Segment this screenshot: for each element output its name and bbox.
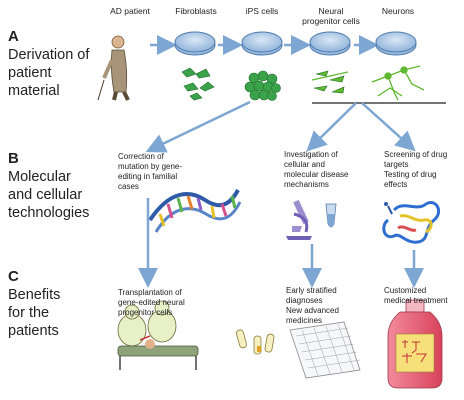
petri-dishes: [174, 31, 417, 56]
dish-ips: [241, 31, 283, 56]
arrow-neurons-to-screening: [361, 102, 416, 152]
ad-patient-figure: [97, 35, 130, 101]
stage-label-npc: Neural progenitor cells: [296, 6, 366, 26]
text-screening-line-3: Testing of drug: [384, 170, 437, 179]
text-investigation: Investigation of cellular and molecular …: [284, 150, 348, 190]
surgery-illustration: [117, 300, 199, 370]
section-title-a-line-3: material: [8, 83, 60, 99]
section-letter-c: C: [8, 268, 19, 285]
stage-label-ips-cells: iPS cells: [245, 6, 279, 16]
text-correction-line-1: Correction of: [118, 152, 164, 161]
stage-label-fibroblasts: Fibroblasts: [175, 6, 217, 16]
text-transplantation-line-1: Transplantation of: [118, 288, 182, 297]
neuron-cells: [371, 65, 425, 101]
text-diagnoses-line-1: Early stratified: [286, 286, 337, 295]
text-screening-line-4: effects: [384, 180, 408, 189]
section-letter-a: A: [8, 28, 19, 45]
text-treatment-line-1: Customized: [384, 286, 427, 295]
dna-helix-illustration: [148, 189, 242, 233]
text-screening-line-1: Screening of drug: [384, 150, 448, 159]
section-title-c-line-1: Benefits: [8, 287, 61, 303]
text-investigation-line-1: Investigation of: [284, 150, 338, 159]
section-title-a-line-2: patient: [8, 65, 52, 81]
section-title-b: Molecular and cellular technologies: [8, 168, 89, 222]
text-investigation-line-2: cellular and: [284, 160, 325, 169]
dish-neurons: [375, 31, 417, 56]
section-title-c-line-2: for the: [8, 305, 50, 321]
stage-label-ad-patient: AD patient: [110, 6, 150, 16]
section-title-c: Benefits for the patients: [8, 286, 60, 340]
section-title-b-line-2: and cellular: [8, 187, 83, 203]
text-transplantation-line-3: progenitor cells: [118, 308, 173, 317]
text-diagnoses-line-2: diagnoses: [286, 296, 323, 305]
arrow-neurons-to-investigation: [306, 102, 357, 152]
protein-structure-illustration: [382, 201, 440, 244]
text-correction-line-2: mutation by gene-: [118, 162, 183, 171]
fibroblast-cells: [181, 67, 215, 101]
section-title-c-line-3: patients: [8, 323, 59, 339]
section-title-b-line-1: Molecular: [8, 169, 71, 185]
microscope-illustration: [286, 199, 312, 240]
text-diagnoses-line-4: medicines: [286, 316, 323, 325]
text-correction: Correction of mutation by gene- editing …: [118, 152, 182, 192]
npc-cells: [311, 70, 349, 94]
vials-illustration: [236, 329, 275, 355]
text-screening-line-2: targets: [384, 160, 409, 169]
ips-colony: [244, 70, 281, 101]
section-letter-b: B: [8, 150, 19, 167]
text-correction-line-4: cases: [118, 182, 139, 191]
text-investigation-line-4: mechanisms: [284, 180, 329, 189]
dish-npc: [309, 31, 351, 56]
row-b-to-c-arrows: [138, 198, 424, 288]
well-plate-illustration: [289, 321, 361, 379]
stage-label-npc-line-1: Neural: [318, 6, 344, 16]
row-a-to-b-arrows: [145, 100, 416, 153]
text-correction-line-3: editing in familial: [118, 172, 178, 181]
section-title-a: Derivation of patient material: [8, 46, 89, 100]
section-title-a-line-1: Derivation of: [8, 47, 90, 63]
text-treatment-line-2: medical treatment: [384, 296, 448, 305]
dish-fibroblasts: [174, 31, 216, 56]
text-diagnoses-line-3: New advanced: [286, 306, 339, 315]
text-screening: Screening of drug targets Testing of dru…: [384, 150, 447, 190]
test-tube-illustration: [325, 203, 337, 228]
medicine-bottle-illustration: [387, 299, 443, 389]
text-transplantation: Transplantation of gene-edited neural pr…: [118, 288, 185, 318]
arrow-ips-to-correction: [145, 100, 251, 153]
text-treatment: Customized medical treatment: [384, 286, 448, 306]
section-title-b-line-3: technologies: [8, 205, 90, 221]
stage-label-npc-line-2: progenitor cells: [302, 16, 360, 26]
text-investigation-line-3: molecular disease: [284, 170, 349, 179]
text-diagnoses: Early stratified diagnoses New advanced …: [286, 286, 339, 326]
text-transplantation-line-2: gene-edited neural: [118, 298, 185, 307]
stage-label-neurons: Neurons: [381, 6, 415, 16]
